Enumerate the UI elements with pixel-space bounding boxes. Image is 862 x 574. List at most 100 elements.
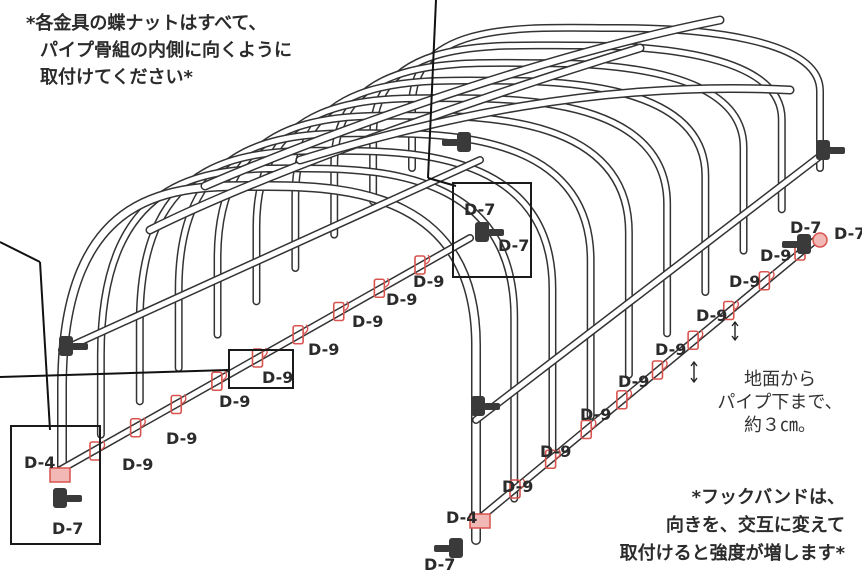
label-d7-right-2: D-7 [834, 224, 862, 243]
arch-pipe-5 [252, 94, 672, 338]
clamp-front-mid [471, 396, 500, 416]
hook-band-left-7 [332, 301, 350, 322]
side-purlin-right [472, 146, 832, 424]
hook-band-right-5 [651, 359, 668, 380]
hook-band-right-3 [580, 419, 597, 440]
clamp-left-foot-wing [66, 495, 82, 502]
clamp-front-foot-wing [434, 545, 450, 552]
label-d9-right-2: D-9 [729, 272, 761, 291]
ground-gap-arrow-upper-head-top [731, 320, 739, 327]
pipe-frame [56, 15, 832, 545]
clamp-top-center-wing [442, 139, 458, 146]
label-d4-front-foot: D-4 [446, 508, 478, 527]
side-purlin-left-body [59, 157, 483, 353]
ridge-pipe-body [202, 17, 723, 189]
leader-left-down [39, 261, 51, 431]
base-pipe-right-body [477, 235, 821, 521]
clamp-right-foot-body [797, 234, 811, 254]
leader-top [427, 0, 437, 179]
hook-band-left-6 [292, 324, 309, 345]
hook-band-right-5-ring [651, 360, 664, 380]
label-d9-left-3: D-9 [352, 312, 384, 331]
label-d9-left-8: D-9 [122, 455, 154, 474]
clamp-top-right [816, 140, 845, 160]
callout-box-top [452, 182, 532, 278]
label-d9-right-6: D-9 [580, 405, 612, 424]
hook-band-left-1-hook [100, 440, 106, 451]
clamp-right-foot [782, 234, 811, 254]
label-d9-left-1: D-9 [413, 272, 445, 291]
clamp-left-foot [53, 488, 82, 508]
hook-band-note-line2: 向きを、交互に変えて [665, 515, 845, 536]
wing-nut-note-line2: パイプ骨組の内側に向くように [40, 40, 292, 61]
ground-gap-note-line3: 約３㎝。 [744, 415, 816, 436]
label-d4-foot-box: D-4 [24, 453, 56, 472]
clamp-front-foot-body [449, 538, 463, 558]
arch-pipe-5-body [253, 95, 670, 336]
hook-band-left-5-hook [263, 347, 268, 358]
clamp-left-mid-body [59, 336, 73, 356]
label-d9-left-5: D-9 [262, 368, 294, 387]
hook-band-right-4-hook [627, 389, 633, 400]
hook-band-left-4 [211, 370, 228, 392]
foot-band-left [49, 467, 71, 483]
leader-top-elbow [427, 177, 457, 187]
hook-band-left-8 [373, 277, 390, 299]
hook-band-note-line3: 取付けると強度が増します* [619, 543, 845, 564]
label-d9-right-8: D-9 [502, 477, 534, 496]
base-pipe-left-body [57, 235, 473, 473]
ground-gap-note: 地面から パイプ下まで、 約３㎝。 [700, 368, 860, 437]
side-purlin-right-body [473, 147, 831, 423]
hook-band-note-line1: *フックバンドは、 [691, 487, 845, 508]
clamp-front-mid-body [471, 396, 485, 416]
callout-box-mid [228, 349, 294, 389]
hook-band-left-6-hook [303, 324, 309, 335]
clamp-top-center [442, 132, 471, 152]
label-d7-right-1: D-7 [790, 218, 822, 237]
upper-purlin-right-body [297, 85, 793, 163]
arch-pipe-10-body [58, 182, 480, 544]
ground-gap-arrow-lower [690, 360, 698, 384]
side-purlin-left [58, 156, 484, 354]
label-d9-left-4: D-9 [308, 340, 340, 359]
leader-mid [0, 369, 229, 378]
hook-band-left-7-hook [344, 301, 350, 312]
clamp-front-foot [434, 538, 463, 558]
label-d9-right-3: D-9 [696, 306, 728, 325]
hook-band-right-8-ring [758, 270, 771, 291]
clamp-left-foot-body [53, 488, 67, 508]
hook-band-right-5-hook [663, 359, 668, 370]
label-d7-front-foot: D-7 [424, 555, 456, 574]
hook-band-left-3-ring [170, 394, 183, 415]
hook-band-right-1 [509, 478, 526, 499]
leader-lines [0, 0, 457, 431]
ground-gap-arrow-lower-head-top [690, 360, 698, 367]
hook-band-left-4-hook [222, 370, 228, 381]
hook-band-right-3-ring [580, 419, 593, 440]
ground-gap-arrow-lower-head-bottom [690, 377, 698, 384]
label-d9-left-6: D-9 [219, 392, 251, 411]
clamp-box-top-wing [488, 229, 504, 236]
hook-band-right-6 [687, 329, 704, 351]
label-d9-right-4: D-9 [655, 340, 687, 359]
hook-band-right-2-ring [544, 449, 557, 470]
hook-band-left-2 [129, 417, 146, 438]
ground-gap-arrow-upper [731, 320, 739, 342]
hook-band-right-2 [544, 448, 561, 470]
hook-band-right-7-hook [734, 300, 740, 311]
clamp-left-mid-wing [72, 343, 88, 350]
label-d9-right-7: D-9 [540, 442, 572, 461]
hook-band-right-7-ring [722, 300, 735, 321]
hook-band-left-8-hook [384, 277, 390, 288]
hook-band-left-3-hook [181, 394, 187, 405]
fittings [49, 132, 845, 558]
hook-band-right-7 [722, 300, 740, 321]
clamp-box-top [475, 222, 504, 242]
hook-band-right-3-hook [591, 419, 597, 430]
clamp-left-mid [59, 336, 88, 356]
hook-band-left-2-ring [129, 417, 142, 438]
base-pipe-right [476, 234, 822, 522]
wing-nut-note: *各金具の蝶ナットはすべて、 パイプ骨組の内側に向くように 取付けてください* [26, 10, 292, 91]
label-d9-right-5: D-9 [618, 372, 650, 391]
foot-band-front [469, 513, 491, 529]
